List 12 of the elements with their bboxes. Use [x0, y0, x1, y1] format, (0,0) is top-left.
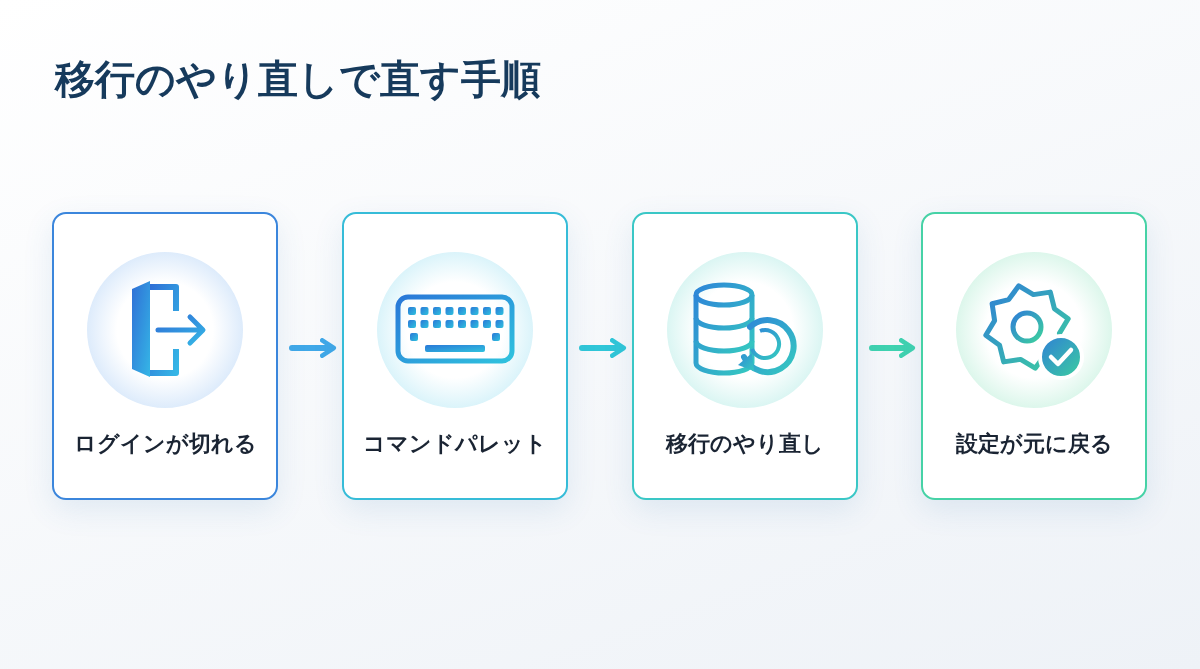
arrow — [869, 338, 916, 358]
step-card — [342, 212, 568, 500]
step-card — [632, 212, 858, 500]
step-label: ログインが切れる — [72, 430, 258, 458]
step-card — [52, 212, 278, 500]
arrow — [289, 338, 337, 358]
step-label: 移行のやり直し — [664, 430, 825, 458]
step-card — [921, 212, 1147, 500]
step-label: 設定が元に戻る — [954, 430, 1114, 458]
step-label: コマンドパレット — [362, 430, 548, 458]
diagram-title: 移行のやり直しで直す手順 — [55, 55, 541, 104]
arrow — [579, 338, 627, 358]
